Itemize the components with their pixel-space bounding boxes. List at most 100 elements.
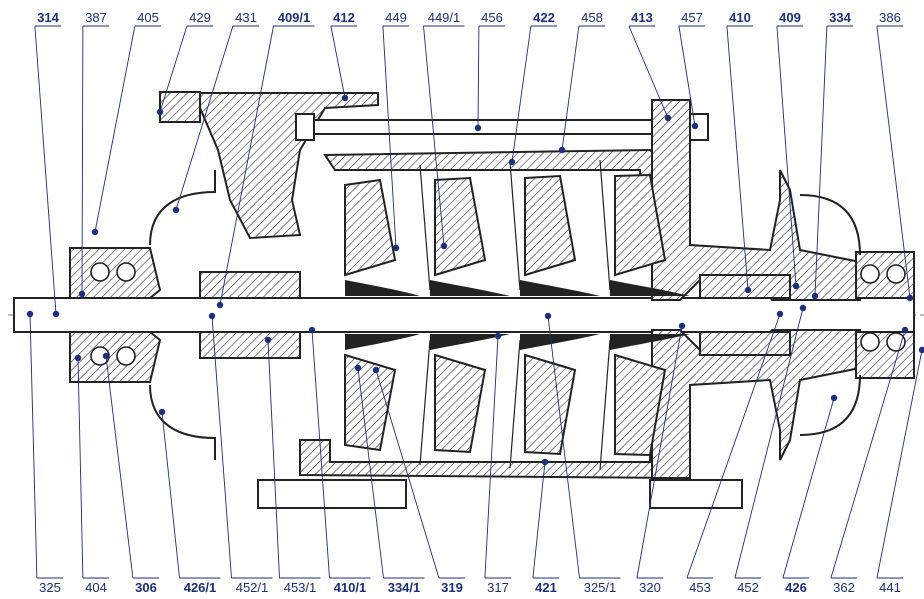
leader-dot: [341, 94, 349, 102]
leader-line: [267, 339, 280, 579]
base-foot-left: [257, 479, 407, 509]
callout-label-458: 458: [581, 10, 603, 25]
leader-line: [814, 25, 828, 297]
leader-dot: [91, 228, 99, 236]
leader-dot: [776, 310, 784, 318]
callout-label-334-1: 334/1: [388, 580, 421, 595]
leader-line: [547, 315, 580, 579]
callout-label-404: 404: [85, 580, 107, 595]
leader-dot: [216, 301, 224, 309]
leader-dot: [158, 408, 166, 416]
bearing-housing-left-lower: [69, 331, 162, 383]
leader-dot: [558, 146, 566, 154]
leader-line: [782, 397, 835, 579]
suction-flange: [159, 91, 201, 123]
callout-label-334: 334: [829, 10, 851, 25]
shaft: [13, 297, 915, 333]
leader-dot: [541, 458, 549, 466]
leader-line: [159, 25, 188, 113]
callout-label-453: 453: [689, 580, 711, 595]
leader-dot: [494, 332, 502, 340]
callout-label-325: 325: [39, 580, 61, 595]
discharge-casing: [651, 99, 861, 301]
leader-line: [561, 25, 580, 151]
leader-line: [734, 307, 804, 579]
callout-label-426: 426: [785, 580, 807, 595]
callout-label-421: 421: [535, 580, 557, 595]
leader-line: [484, 335, 499, 579]
leader-line: [105, 355, 134, 579]
bearing-housing-left: [69, 247, 162, 299]
callout-label-409-1: 409/1: [278, 10, 311, 25]
callout-label-412: 412: [333, 10, 355, 25]
leader-dot: [392, 244, 400, 252]
leader-line: [423, 25, 445, 247]
diaphragms: [419, 159, 611, 471]
leader-dot: [799, 304, 807, 312]
leader-line: [81, 25, 84, 295]
callout-label-325-1: 325/1: [584, 580, 617, 595]
stage-1: [344, 178, 420, 452]
leader-line: [375, 369, 440, 579]
callout-label-413: 413: [631, 10, 653, 25]
leader-dot: [906, 294, 914, 302]
leader-dot: [102, 352, 110, 360]
leader-line: [776, 25, 797, 287]
leader-dot: [901, 326, 909, 334]
end-cover-right: [799, 194, 861, 436]
stage-3: [520, 174, 600, 456]
leader-dot: [52, 310, 60, 318]
leader-dot: [264, 336, 272, 344]
leader-dot: [78, 290, 86, 298]
leader-dot: [678, 322, 686, 330]
end-cover-left: [149, 170, 216, 460]
impeller-stages: [344, 173, 690, 457]
callout-label-429: 429: [189, 10, 211, 25]
leader-dot: [26, 310, 34, 318]
leader-dot: [544, 312, 552, 320]
leader-dot: [508, 158, 516, 166]
stage-2: [430, 176, 510, 454]
leader-line: [876, 25, 911, 299]
leader-line: [636, 325, 683, 579]
leader-dot: [354, 364, 362, 372]
leader-dot: [811, 292, 819, 300]
leader-line: [726, 25, 749, 291]
leader-dot: [308, 326, 316, 334]
leader-dot: [664, 114, 672, 122]
leader-line: [34, 25, 57, 315]
callout-label-387: 387: [85, 10, 107, 25]
callout-label-426-1: 426/1: [184, 580, 217, 595]
callout-label-410-1: 410/1: [334, 580, 367, 595]
leader-dot: [918, 346, 924, 354]
leader-line: [77, 357, 84, 579]
leader-line: [211, 315, 232, 579]
tie-rod-nut-left: [295, 113, 315, 141]
callout-label-431: 431: [235, 10, 257, 25]
leader-line: [330, 25, 346, 99]
leader-dot: [156, 108, 164, 116]
leader-dot: [474, 124, 482, 132]
callout-label-453-1: 453/1: [284, 580, 317, 595]
leader-line: [876, 349, 923, 579]
base-foot-right: [649, 479, 743, 509]
leader-line: [628, 25, 669, 119]
leader-line: [382, 25, 397, 249]
leader-dot: [792, 282, 800, 290]
leader-line: [686, 313, 781, 579]
leader-line: [311, 329, 330, 579]
callout-label-452-1: 452/1: [236, 580, 269, 595]
callout-label-410: 410: [729, 10, 751, 25]
leader-dot: [74, 354, 82, 362]
leader-dot: [172, 206, 180, 214]
leader-line: [678, 25, 696, 127]
callout-label-320: 320: [639, 580, 661, 595]
leader-line: [219, 25, 274, 306]
callout-label-306: 306: [135, 580, 157, 595]
callout-label-449-1: 449/1: [428, 10, 461, 25]
callout-label-441: 441: [879, 580, 901, 595]
leader-line: [477, 25, 480, 129]
callout-label-449: 449: [385, 10, 407, 25]
